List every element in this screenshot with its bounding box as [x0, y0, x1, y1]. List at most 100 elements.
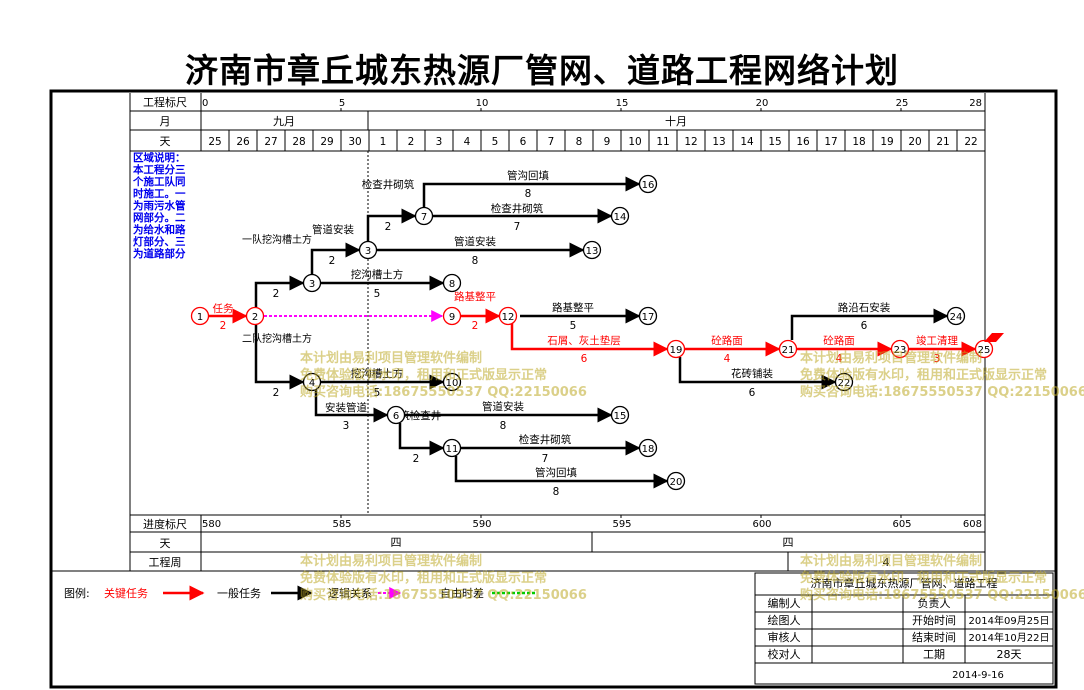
arrow-11-20 [454, 456, 669, 489]
task-pipe-d-name: 安装管道 [325, 401, 367, 414]
tb-end-value: 2014年10月22日 [969, 631, 1050, 644]
arrow-6-11 [398, 423, 445, 456]
tb-reviewer: 审核人 [768, 630, 801, 644]
node-12: 12 [498, 306, 518, 326]
day-cell: 19 [880, 136, 893, 148]
node-label: 7 [421, 212, 427, 223]
node-label: 14 [614, 212, 627, 223]
day-cell: 16 [796, 136, 810, 148]
arrow-21-24 [790, 308, 949, 340]
day-cell: 11 [656, 136, 669, 148]
node-25: 25 [974, 339, 994, 359]
node-label: 19 [670, 345, 683, 356]
day-cell: 12 [684, 136, 697, 148]
task-pipe-a-dur: 2 [329, 255, 336, 267]
weekday-2: 四 [783, 536, 794, 549]
day-cell: 14 [740, 136, 754, 148]
tb-responsible: 负责人 [918, 596, 951, 610]
node-2: 2 [245, 306, 265, 326]
ruler-top-tick: 0 [202, 98, 208, 109]
finish-flag-icon [984, 333, 1004, 342]
day-cell: 13 [712, 136, 725, 148]
node-18: 18 [638, 438, 658, 458]
task-trench-c-dur: 5 [374, 288, 381, 300]
task-team1-dur: 2 [273, 288, 280, 300]
node-label: 23 [894, 345, 907, 356]
task-well-f-name: 检查井砌筑 [519, 433, 572, 446]
tb-start-value: 2014年09月25日 [969, 614, 1050, 627]
task-brick-name: 花砖铺装 [731, 367, 773, 380]
task-curb-name: 路沿石安装 [838, 301, 891, 314]
ruler-top-tick: 20 [756, 98, 769, 109]
node-label: 10 [446, 378, 459, 389]
day-cell: 4 [464, 136, 471, 148]
task-pipe-a-name: 管道安装 [312, 223, 354, 236]
task-well-b-name: 检查井砌筑 [491, 202, 544, 215]
node-7: 7 [414, 206, 434, 226]
task-team2-name: 二队挖沟槽土方 [242, 332, 312, 345]
task-team1-name: 一队挖沟槽土方 [242, 233, 312, 246]
ruler-top-tick: 5 [339, 98, 345, 109]
task-1-dur: 2 [220, 320, 227, 332]
node-21: 21 [778, 339, 798, 359]
legend-critical: 关键任务 [104, 586, 148, 600]
weekday-1: 四 [391, 536, 402, 549]
node-label: 13 [586, 246, 599, 257]
arrow-12-19 [510, 323, 669, 357]
task-well-a-dur: 2 [385, 221, 392, 233]
node-label: 25 [978, 345, 991, 356]
ruler-bottom-tick: 585 [332, 519, 351, 530]
watermark-4: 本计划由易利项目管理软件编制免费体验版有水印，租用和正式版显示正常购买咨询电话:… [800, 554, 1084, 603]
task-trench-c-name: 挖沟槽土方 [351, 268, 404, 281]
day-cell: 21 [936, 136, 949, 148]
label-progress: 进度标尺 [143, 517, 187, 531]
node-label: 2 [252, 312, 258, 323]
node-15: 15 [610, 405, 630, 425]
node-label: 21 [782, 345, 795, 356]
ruler-top-tick: 10 [476, 98, 489, 109]
ruler-bottom-tick: 608 [963, 519, 982, 530]
day-cell: 20 [908, 136, 921, 148]
label-day: 天 [160, 135, 171, 148]
node-label: 1 [197, 312, 203, 323]
watermark-3: 本计划由易利项目管理软件编制免费体验版有水印，租用和正式版显示正常购买咨询电话:… [300, 554, 587, 603]
arrow-3b-7 [366, 208, 417, 241]
legend-label: 图例: [64, 586, 90, 600]
task-roadbed-name: 路基整平 [454, 290, 496, 303]
tb-checker: 校对人 [768, 647, 801, 661]
task-pipe-b-name: 管道安装 [454, 235, 496, 248]
task-roadbed2-name: 路基整平 [552, 301, 594, 314]
node-label: 12 [502, 312, 515, 323]
node-label: 9 [449, 312, 455, 323]
ruler-top-tick: 15 [616, 98, 629, 109]
node-13: 13 [582, 240, 602, 260]
node-4: 4 [302, 372, 322, 392]
node-label: 11 [446, 444, 459, 455]
region-note: 区域说明：本工程分三个施工队同时施工。一为雨污水管网部分。二为给水和路灯部分、三… [133, 152, 186, 260]
node-label: 6 [393, 411, 399, 422]
node-19: 19 [666, 339, 686, 359]
node-8: 8 [442, 273, 462, 293]
task-brick-dur: 6 [749, 387, 756, 399]
task-backfill-a-dur: 8 [525, 188, 532, 200]
task-trench-d-dur: 5 [374, 387, 381, 399]
ruler-bottom-tick: 605 [892, 519, 911, 530]
arrow-3-3b [310, 242, 361, 274]
outer-frame [49, 89, 1058, 689]
title-block: 济南市章丘城东热源厂管网、道路工程 编制人 负责人 绘图人 开始时间 2014年… [754, 572, 1054, 685]
node-label: 15 [614, 411, 627, 422]
task-pipe-d-dur: 3 [343, 420, 350, 432]
task-roadbed2-dur: 5 [570, 320, 577, 332]
task-finish-dur: 3 [934, 353, 941, 365]
tb-drawer: 绘图人 [768, 613, 801, 627]
node-3: 3 [358, 240, 378, 260]
day-cell: 27 [264, 136, 277, 148]
node-label: 16 [642, 180, 655, 191]
label-day-bottom: 天 [160, 537, 171, 550]
task-concrete2-name: 砼路面 [823, 334, 855, 347]
task-well-b-dur: 7 [514, 221, 521, 233]
node-23: 23 [890, 339, 910, 359]
task-trench-d-name: 挖沟槽土方 [351, 367, 404, 380]
